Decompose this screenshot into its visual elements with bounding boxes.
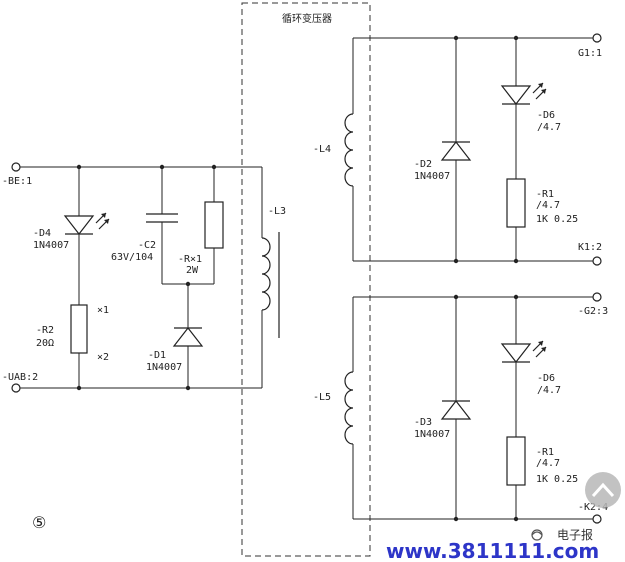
d6-top-value: /4.7 xyxy=(537,122,561,133)
led-d6-bottom xyxy=(500,297,547,437)
figure-number: ⑤ xyxy=(32,513,46,532)
d1-part: 1N4007 xyxy=(146,362,182,373)
terminal-g1 xyxy=(592,33,602,43)
capacitor-c2 xyxy=(146,167,178,284)
d2-part: 1N4007 xyxy=(414,171,450,182)
r1-bottom-label: -R1 xyxy=(536,447,554,458)
coil-l4 xyxy=(344,38,354,261)
terminal-be xyxy=(11,162,21,172)
terminal-uab-label: -UAB:2 xyxy=(2,372,38,383)
watermark-logo-icon xyxy=(531,529,543,541)
transformer-label: 循环变压器 xyxy=(282,12,332,25)
d4-label: -D4 xyxy=(33,228,51,239)
d4-part: 1N4007 xyxy=(33,240,69,251)
resistor-r xyxy=(204,201,224,249)
l3-label: -L3 xyxy=(268,206,286,217)
r-value: 2W xyxy=(186,265,199,276)
diode-d3 xyxy=(440,297,472,519)
r1-bottom-value: /4.7 xyxy=(536,458,560,469)
r1-top-label: -R1 xyxy=(536,189,554,200)
d6-top-label: -D6 xyxy=(537,110,555,121)
resistor-r1-top xyxy=(506,178,526,228)
l4-label: -L4 xyxy=(313,144,331,155)
resistor-r2 xyxy=(70,304,88,354)
d3-label: -D3 xyxy=(414,417,432,428)
terminal-k2-label: -K2:4 xyxy=(578,502,608,513)
terminal-uab xyxy=(11,383,21,393)
resistor-r1-bottom xyxy=(506,436,526,486)
terminal-be-label: -BE:1 xyxy=(2,176,32,187)
led-d6-top xyxy=(500,38,547,179)
transformer-boundary xyxy=(241,2,371,557)
r1-top-value: /4.7 xyxy=(536,200,560,211)
led-d4 xyxy=(63,167,110,305)
terminal-k1-label: K1:2 xyxy=(578,242,602,253)
terminal-g2-label: -G2:3 xyxy=(578,306,608,317)
watermark-name: 电子报 xyxy=(557,527,593,542)
r-label: -R×1 xyxy=(178,254,202,265)
l5-label: -L5 xyxy=(313,392,331,403)
r1-bottom-spec: 1K 0.25 xyxy=(536,474,578,485)
r1-top-spec: 1K 0.25 xyxy=(536,214,578,225)
c2-value: 63V/104 xyxy=(111,252,153,263)
d6-bottom-value: /4.7 xyxy=(537,385,561,396)
diode-d1 xyxy=(172,284,204,388)
r2-label: -R2 xyxy=(36,325,54,336)
d1-label: -D1 xyxy=(148,350,166,361)
watermark-badge xyxy=(585,472,621,508)
d3-part: 1N4007 xyxy=(414,429,450,440)
terminal-k1 xyxy=(592,256,602,266)
coil-l5 xyxy=(344,297,354,519)
r2-x1: ×1 xyxy=(97,305,109,316)
coil-l3 xyxy=(261,167,280,388)
r2-value: 20Ω xyxy=(36,338,54,349)
terminal-g1-label: G1:1 xyxy=(578,48,602,59)
terminal-k2 xyxy=(592,514,602,524)
d2-label: -D2 xyxy=(414,159,432,170)
terminal-g2 xyxy=(592,292,602,302)
d6-bottom-label: -D6 xyxy=(537,373,555,384)
c2-label: -C2 xyxy=(138,240,156,251)
watermark-url: www.3811111.com xyxy=(386,539,599,562)
r2-x2: ×2 xyxy=(97,352,109,363)
diode-d2 xyxy=(440,38,472,261)
